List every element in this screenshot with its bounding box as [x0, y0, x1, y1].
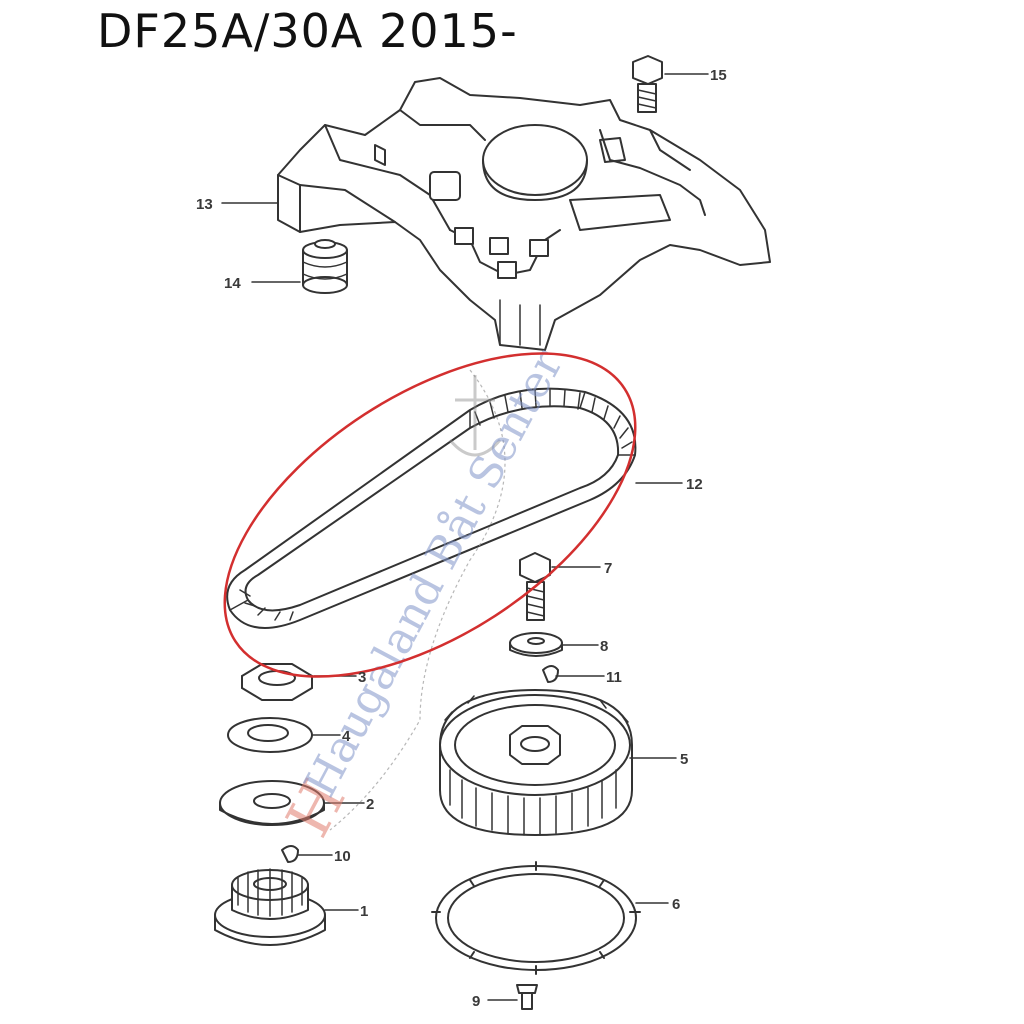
watermark-anchor	[448, 375, 502, 457]
part-9-screw	[516, 984, 538, 1010]
callout-12: 12	[686, 476, 703, 493]
callout-2: 2	[366, 796, 374, 813]
callout-10: 10	[334, 848, 351, 865]
callout-15: 15	[710, 67, 727, 84]
diagram-title: DF25A/30A 2015-	[97, 4, 518, 58]
callout-13: 13	[196, 196, 213, 213]
callout-7: 7	[604, 560, 612, 577]
callout-8: 8	[600, 638, 608, 655]
part-3-nut	[241, 663, 313, 701]
callout-6: 6	[672, 896, 680, 913]
part-1-crank-pulley	[214, 868, 326, 946]
part-4-guide-plate	[227, 717, 313, 753]
watermark-chain	[329, 369, 506, 831]
callout-4: 4	[342, 728, 351, 745]
callout-9: 9	[472, 993, 480, 1010]
callout-labels: 1 2 3 4 5 6 7 8 9 10 11 12 13 14 15	[196, 67, 727, 1010]
part-12-timing-belt	[226, 387, 637, 629]
callout-11: 11	[606, 669, 622, 686]
part-10-key	[281, 845, 299, 863]
part-11-key	[542, 665, 559, 683]
part-13-timing-belt-cover	[277, 77, 771, 351]
part-14-grommet	[302, 239, 348, 294]
callout-14: 14	[224, 275, 241, 292]
callout-1: 1	[360, 903, 368, 920]
part-8-washer	[509, 632, 563, 657]
timing-belt-highlight	[223, 352, 637, 678]
callout-5: 5	[680, 751, 688, 768]
callout-3: 3	[358, 669, 366, 686]
part-6-trigger-ring	[431, 861, 641, 975]
part-5-cam-pulley	[439, 689, 633, 836]
part-15-bolt	[632, 55, 663, 113]
callout-leaders	[221, 73, 709, 1001]
